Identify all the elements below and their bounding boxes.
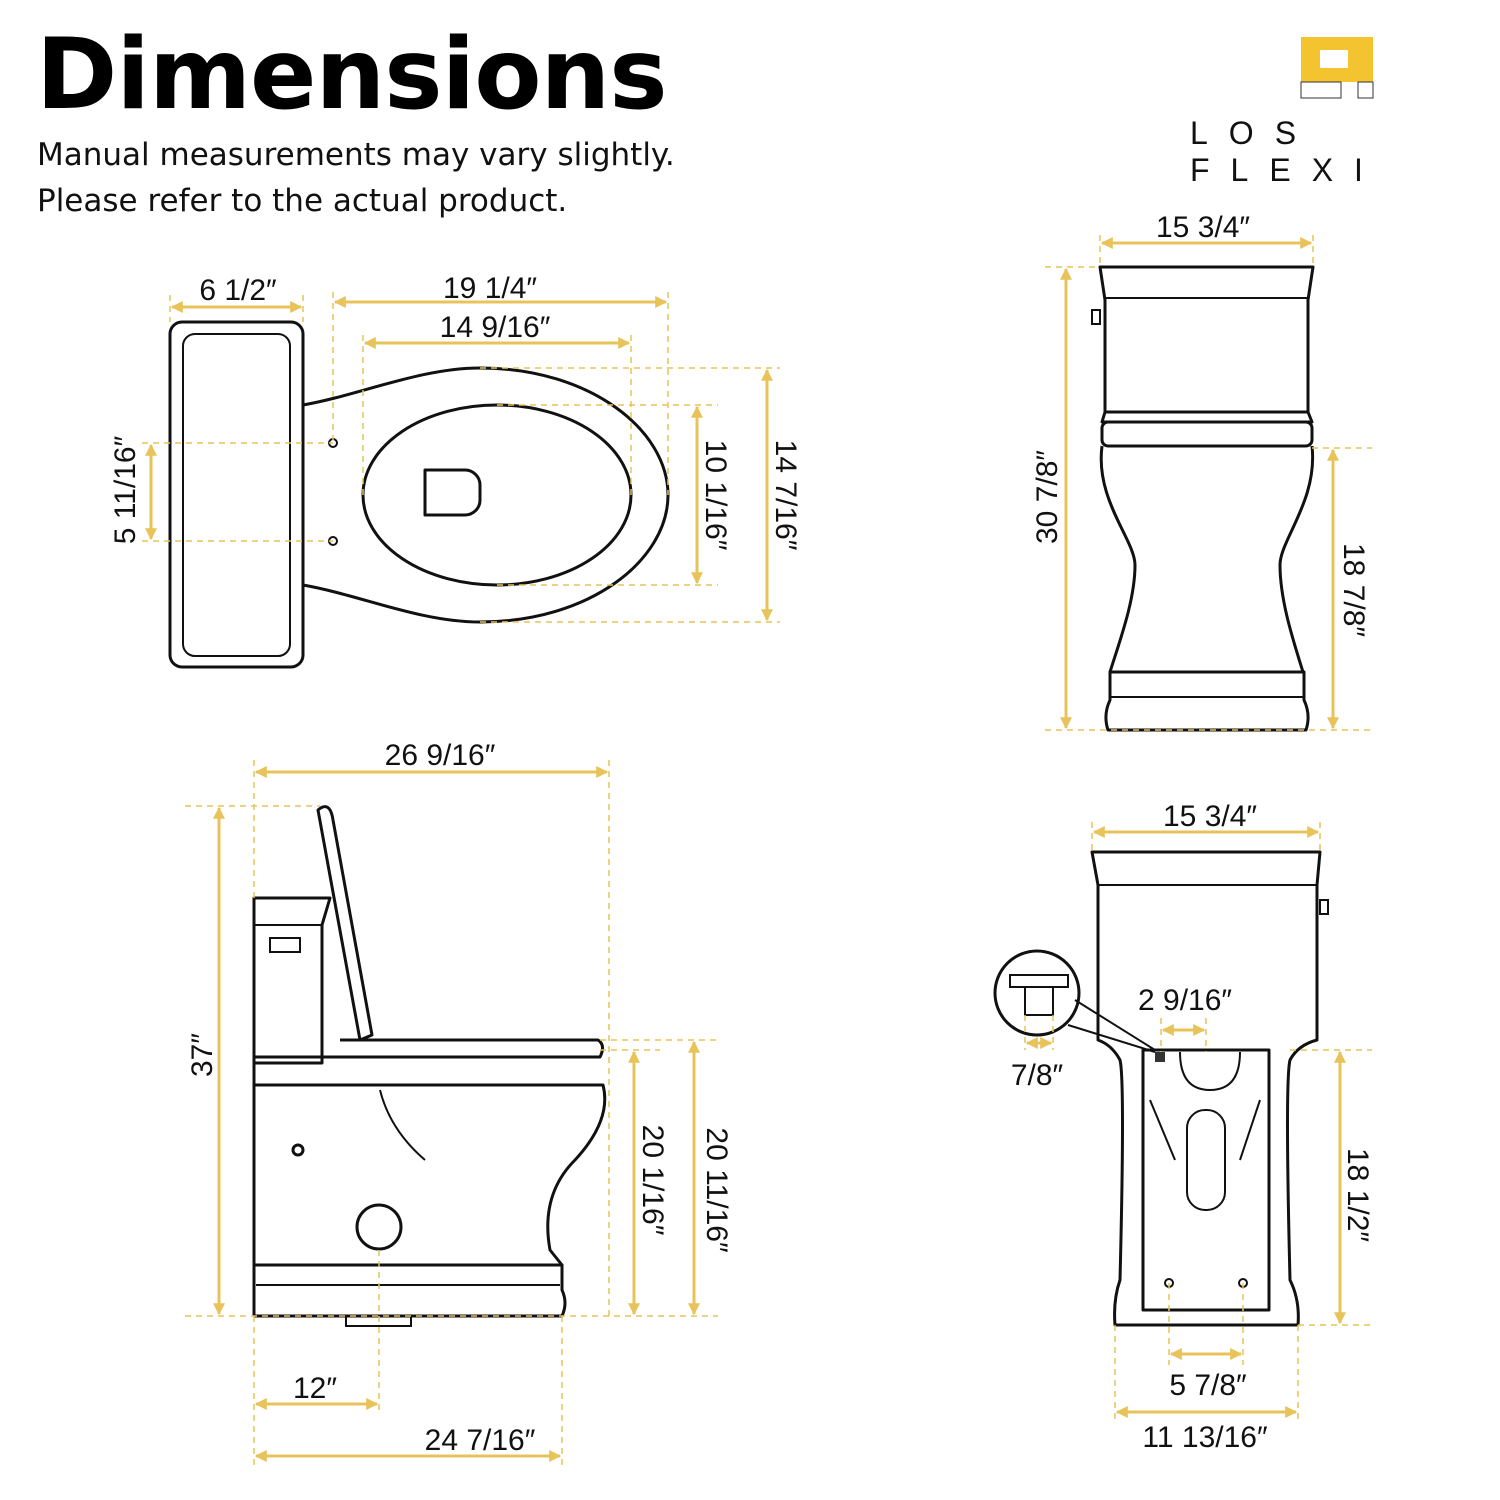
label-side-depth: 26 9/16″: [385, 739, 496, 772]
back-view-dimensions: 15 3/4″ 2 9/16″ 7/8″ 18 1/2″ 5 7/8″ 11 1…: [1011, 800, 1374, 1454]
label-rough-in: 12″: [293, 1372, 337, 1405]
label-overall-length: 19 1/4″: [443, 272, 537, 305]
side-view-dimensions: 26 9/16″ 37″ 20 1/16″ 20 11/16″ 12″ 24 7…: [185, 739, 733, 1465]
top-view-dimensions: 6 1/2″ 19 1/4″ 14 9/16″ 5 11/16″ 10 1/16…: [109, 272, 802, 623]
page-title: Dimensions: [36, 18, 668, 132]
disclaimer-line-2: Please refer to the actual product.: [37, 183, 568, 219]
label-base-width: 11 13/16″: [1142, 1421, 1268, 1454]
label-height-lid-open: 37″: [186, 1033, 219, 1077]
label-tank-depth: 6 1/2″: [199, 274, 277, 307]
side-view-drawing: [252, 805, 607, 1327]
label-back-width: 15 3/4″: [1163, 800, 1257, 833]
label-total-height: 30 7/8″: [1031, 450, 1064, 544]
label-supply-height: 18 1/2″: [1341, 1148, 1374, 1242]
front-view-drawing: [1091, 265, 1315, 732]
label-seat-height-a: 20 1/16″: [636, 1125, 669, 1236]
brand-name: LOS FLEXI: [1190, 115, 1384, 188]
disclaimer-line-1: Manual measurements may vary slightly.: [37, 137, 675, 173]
brand-logo: [1300, 37, 1374, 99]
label-seat-length: 14 9/16″: [440, 311, 551, 344]
label-front-seat-height: 18 7/8″: [1337, 543, 1370, 637]
label-supply-thread: 7/8″: [1011, 1059, 1064, 1092]
label-front-width: 15 3/4″: [1156, 211, 1250, 244]
label-seat-width: 10 1/16″: [699, 440, 732, 551]
top-view-drawing: [168, 320, 670, 669]
label-bowl-width: 14 7/16″: [769, 440, 802, 551]
label-back-bolt-spacing: 5 7/8″: [1169, 1369, 1247, 1402]
label-supply-offset: 2 9/16″: [1138, 984, 1232, 1017]
label-seat-height-b: 20 11/16″: [700, 1127, 733, 1253]
supply-inlet-detail-callout: [993, 949, 1081, 1037]
label-bolt-spacing: 5 11/16″: [109, 435, 142, 544]
label-base-depth: 24 7/16″: [425, 1424, 536, 1457]
front-view-dimensions: 15 3/4″ 30 7/8″ 18 7/8″: [1031, 211, 1372, 731]
